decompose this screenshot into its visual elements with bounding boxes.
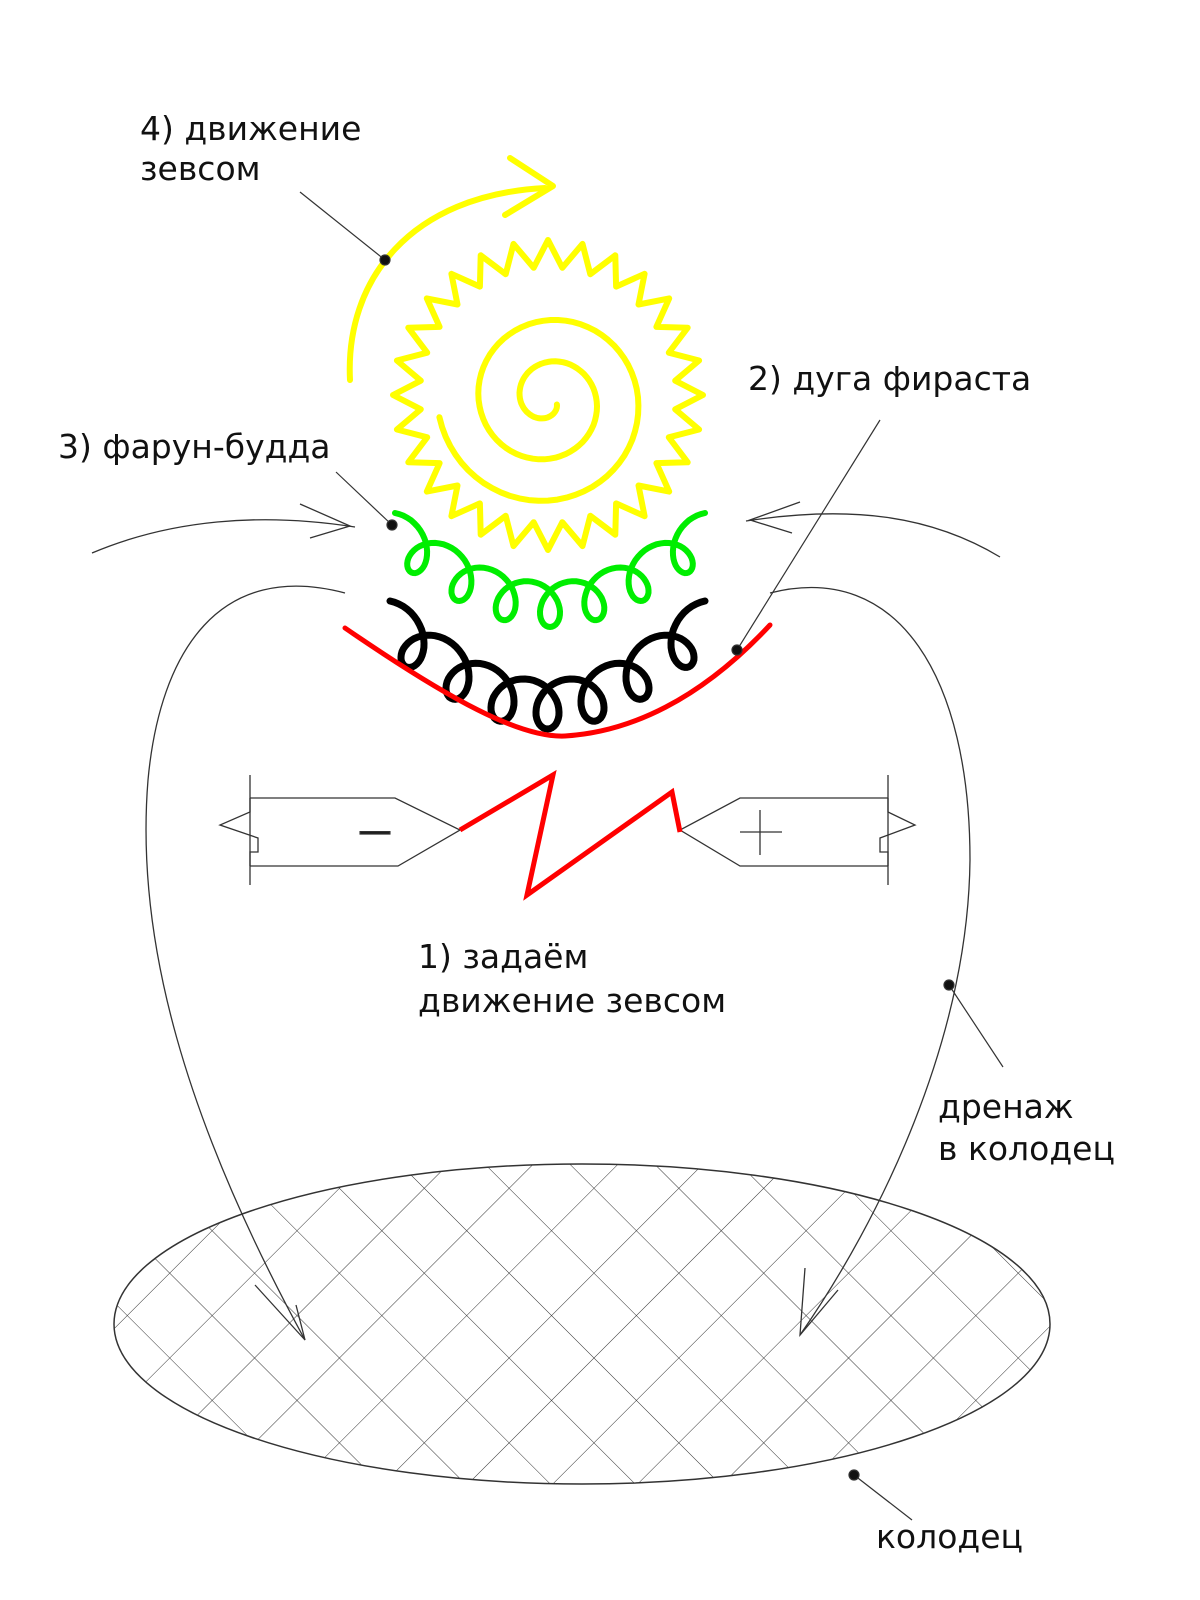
green-coil — [392, 510, 708, 631]
zevs-motion-arrow — [346, 155, 556, 383]
leaders — [299, 191, 1004, 1521]
zevs-motion-label-2: зевсом — [140, 149, 261, 188]
firast-arc — [342, 622, 773, 739]
drainage-label-1: дренаж — [938, 1087, 1074, 1126]
left-inflow-arrow — [91, 503, 356, 554]
positive-electrode — [678, 775, 917, 885]
negative-electrode: — — [218, 775, 462, 885]
well — [113, 1163, 1051, 1485]
farun-budda-label: 3) фарун-будда — [58, 427, 331, 466]
set-motion-label-1: 1) задаём — [418, 937, 588, 976]
black-coil — [386, 597, 709, 733]
zevs-motion-label-1: 4) движение — [140, 109, 361, 148]
zevs-motion-dot — [379, 254, 391, 266]
drainage-left-arrow — [145, 585, 346, 1341]
firast-arc-label: 2) дуга фираста — [748, 359, 1031, 398]
well-label: колодец — [876, 1517, 1023, 1556]
well-dot — [848, 1469, 860, 1481]
minus-sign: — — [359, 811, 392, 850]
red-spark — [458, 769, 683, 901]
right-inflow-arrow — [745, 501, 1001, 558]
sun-icon — [390, 237, 706, 553]
firast-arc-dot — [731, 644, 743, 656]
drainage-right-arrow — [769, 587, 971, 1337]
farun-budda-dot — [386, 519, 398, 531]
set-motion-label-2: движение зевсом — [418, 981, 726, 1020]
drainage-label-2: в колодец — [938, 1129, 1115, 1168]
drainage-dot — [943, 979, 955, 991]
